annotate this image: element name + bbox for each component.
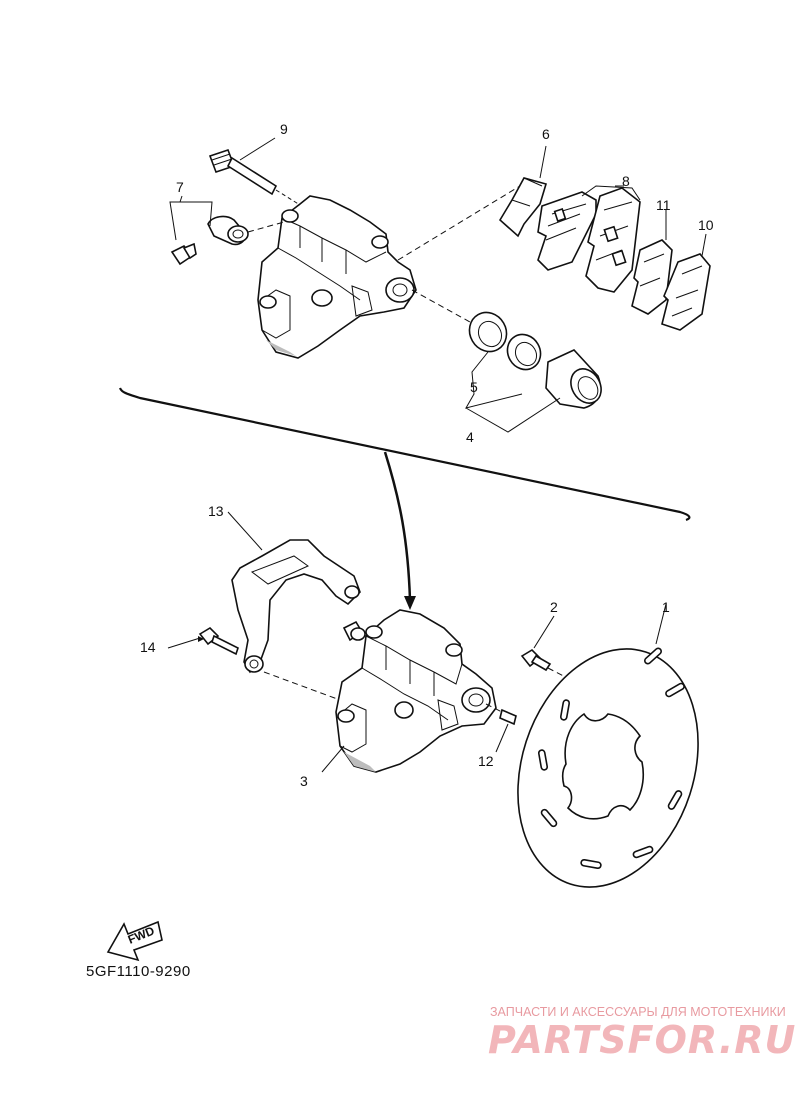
brake-pad-part-8-a <box>537 191 597 271</box>
section-divider-curve <box>118 387 691 522</box>
pad-shim-part-10 <box>661 233 711 331</box>
watermark-tagline: ЗАПЧАСТИ И АКСЕССУАРЫ ДЛЯ МОТОТЕХНИКИ <box>490 1005 786 1019</box>
assembly-arrow <box>383 451 412 601</box>
diagram-reference-code: 5GF1110-9290 <box>86 963 191 980</box>
callout-5: 5 <box>470 379 478 395</box>
callout-13: 13 <box>208 503 224 519</box>
callout-3: 3 <box>300 773 308 789</box>
callout-11: 11 <box>656 197 671 213</box>
callout-9: 9 <box>280 121 288 137</box>
pad-shim-part-11 <box>631 210 673 315</box>
forward-direction-arrow: FWD <box>106 920 163 962</box>
callout-8: 8 <box>622 173 630 189</box>
callout-6: 6 <box>542 126 550 142</box>
assembly-arrowhead <box>404 596 416 610</box>
callout-12: 12 <box>478 753 494 769</box>
caliper-assembly-part-3 <box>321 609 497 773</box>
pin-part-12 <box>485 703 517 753</box>
callout-10: 10 <box>698 217 714 233</box>
callout-14: 14 <box>140 639 156 655</box>
bracket-bolt-part-14 <box>167 626 239 656</box>
callout-2: 2 <box>550 599 558 615</box>
piston-part-4 <box>465 349 602 433</box>
callout-4: 4 <box>466 429 474 445</box>
bolt-part-9 <box>208 137 301 206</box>
callout-1: 1 <box>662 599 670 615</box>
pad-spring-part-6 <box>498 145 548 238</box>
callout-7: 7 <box>176 179 184 195</box>
caliper-bracket-part-13 <box>227 511 361 701</box>
watermark-logo: PARTSFOR.RU <box>488 1018 797 1062</box>
brake-disc-part-1 <box>517 603 699 888</box>
bleed-screw-part-7 <box>169 195 285 266</box>
brake-pad-part-8-b <box>581 185 641 293</box>
piston-seals-part-5 <box>464 311 542 409</box>
caliper-body-exploded <box>257 195 417 359</box>
